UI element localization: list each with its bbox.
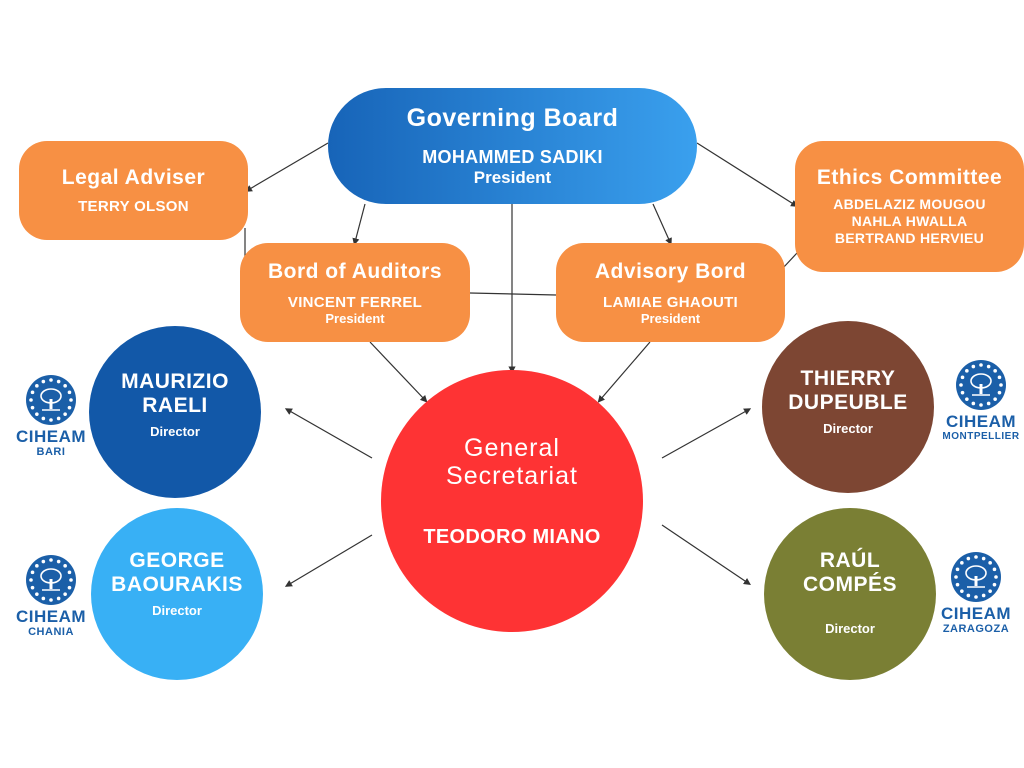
ethics-member: ABDELAZIZ MOUGOU [833,196,986,212]
legal-adviser-box: Legal Adviser TERRY OLSON [19,141,248,240]
director-name-line1: GEORGE [129,548,225,572]
legal-adviser-title: Legal Adviser [61,166,206,189]
olive-tree-stars-icon [26,555,76,605]
ethics-member: NAHLA HWALLA [851,213,968,229]
logo-city: ZARAGOZA [942,623,1010,635]
director-name-line1: THIERRY [800,366,896,390]
director-name-line2: RAELI [142,393,208,417]
line-advisory-secretariat [597,341,651,403]
director-name-line1: RAÚL [819,548,881,572]
director-circle-bari: MAURIZIO RAELI Director [89,326,261,498]
general-secretariat-name: TEODORO MIANO [423,525,601,548]
logo-city: MONTPELLIER [942,431,1020,442]
line-gov-legal [244,142,329,192]
ciheam-bari-logo: CIHEAM BARI [13,375,89,458]
ciheam-montpellier-logo: CIHEAM MONTPELLIER [936,360,1024,443]
line-gov-advisory [652,203,672,246]
advisory-board-name: LAMIAE GHAOUTI [602,293,739,311]
board-of-auditors-role: President [325,310,385,326]
director-name-line2: DUPEUBLE [788,390,908,414]
logo-city: CHANIA [28,626,74,638]
line-secretariat-zaragoza [661,524,751,586]
line-gov-auditors [352,203,366,246]
logo-brand: CIHEAM [15,427,87,446]
governing-board-role: President [473,168,552,187]
ciheam-chania-logo: CIHEAM CHANIA [13,555,89,638]
governing-board-box: Governing Board MOHAMMED SADIKI Presiden… [328,88,697,204]
logo-brand: CIHEAM [15,607,87,626]
director-circle-zaragoza: RAÚL COMPÉS Director [764,508,936,680]
olive-tree-stars-icon [956,360,1006,410]
logo-city: BARI [36,446,66,458]
board-of-auditors-name: VINCENT FERREL [287,293,423,311]
director-role: Director [152,602,202,618]
director-circle-montpellier: THIERRY DUPEUBLE Director [762,321,934,493]
ethics-member: BERTRAND HERVIEU [834,230,985,246]
governing-board-title: Governing Board [406,104,619,132]
legal-adviser-name: TERRY OLSON [78,198,189,215]
director-name-line2: COMPÉS [802,572,897,596]
olive-tree-stars-icon [26,375,76,425]
logo-brand: CIHEAM [940,604,1012,623]
advisory-board-box: Advisory Bord LAMIAE GHAOUTI President [556,243,785,342]
general-secretariat-title-line2: Secretariat [446,461,578,490]
line-secretariat-montpellier [661,408,752,459]
line-secretariat-bari [284,408,373,459]
director-circle-chania: GEORGE BAOURAKIS Director [91,508,263,680]
director-role: Director [823,420,873,436]
line-advisory-ethics [782,252,798,269]
director-name-line2: BAOURAKIS [111,572,243,596]
director-name-line1: MAURIZIO [121,369,229,393]
ethics-committee-box: Ethics Committee ABDELAZIZ MOUGOU NAHLA … [795,141,1024,272]
ethics-committee-title: Ethics Committee [816,166,1003,189]
board-of-auditors-box: Bord of Auditors VINCENT FERREL Presiden… [240,243,470,342]
line-auditors-advisory [469,292,557,296]
line-auditors-secretariat [369,341,428,403]
director-role: Director [825,620,875,636]
logo-brand: CIHEAM [945,412,1017,431]
general-secretariat-circle: General Secretariat TEODORO MIANO [381,370,643,632]
line-secretariat-chania [284,534,373,587]
ciheam-zaragoza-logo: CIHEAM ZARAGOZA [938,552,1014,635]
governing-board-name: MOHAMMED SADIKI [422,147,603,167]
general-secretariat-title-line1: General [464,433,560,462]
advisory-board-role: President [640,310,701,326]
board-of-auditors-title: Bord of Auditors [267,259,443,283]
line-gov-ethics [696,142,799,207]
director-role: Director [150,423,200,439]
advisory-board-title: Advisory Bord [594,259,747,283]
olive-tree-stars-icon [951,552,1001,602]
